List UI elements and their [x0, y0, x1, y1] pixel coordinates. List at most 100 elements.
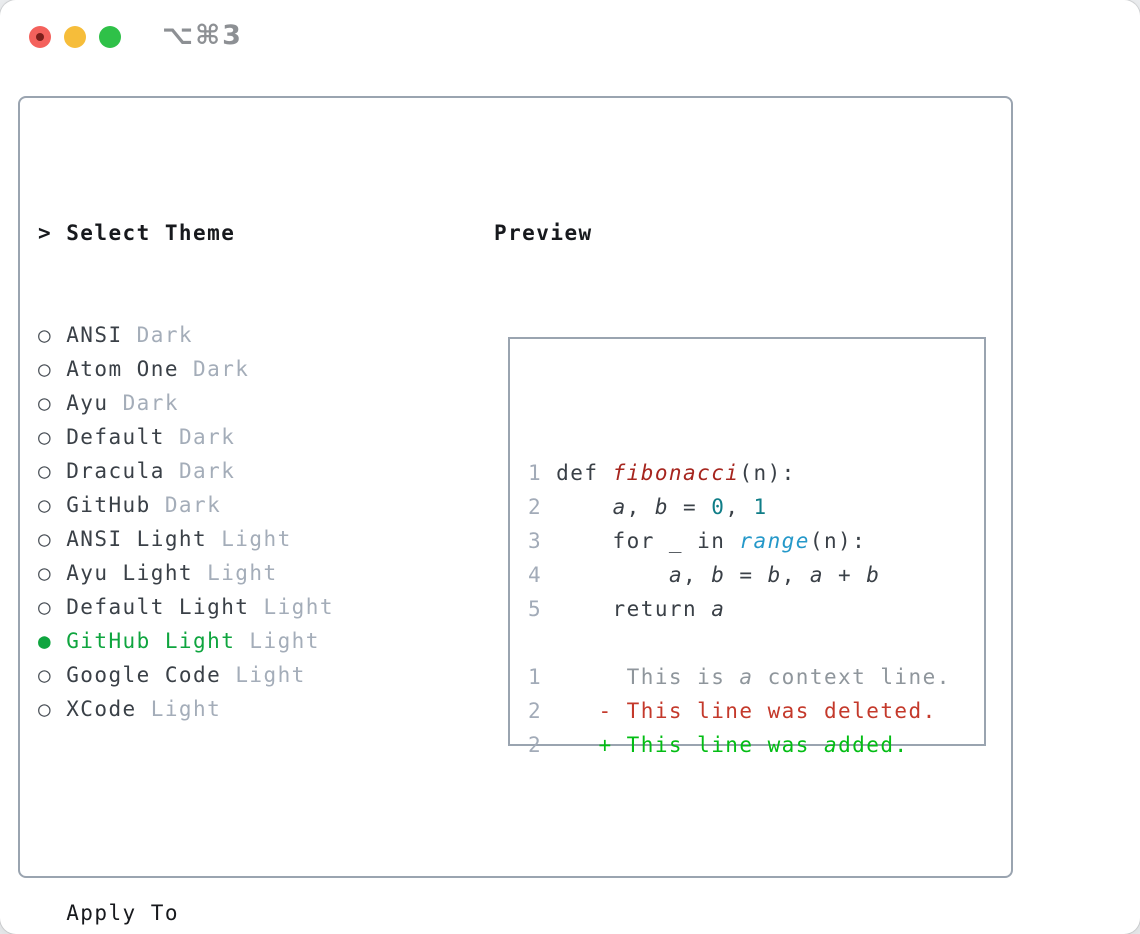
token-ln: 2 [528, 699, 543, 723]
theme-variant: Light [235, 663, 306, 687]
theme-name: Default Light [66, 595, 264, 619]
theme-variant: Dark [164, 493, 222, 517]
radio-selected-icon: ● [38, 629, 67, 653]
token-pl [542, 699, 598, 723]
preview-line: 1 def fibonacci(n): [528, 456, 984, 490]
theme-name: GitHub [66, 493, 165, 517]
token-var: a [809, 563, 824, 587]
token-lit: 0 [711, 495, 726, 519]
theme-menu-title: Select Theme [66, 221, 236, 245]
radio-icon: ○ [38, 527, 67, 551]
preview-line: 3 for _ in range(n): [528, 524, 984, 558]
radio-icon: ○ [38, 493, 67, 517]
token-pl [542, 665, 627, 689]
theme-variant: Light [150, 697, 222, 721]
token-var: b [767, 563, 782, 587]
token-add: + This line was [598, 733, 824, 757]
token-pl: + [823, 563, 867, 587]
token-ln: 1 [528, 665, 543, 689]
theme-variant: Light [249, 629, 320, 653]
radio-icon: ○ [38, 595, 67, 619]
token-ctxi: a [739, 665, 754, 689]
zoom-button-icon[interactable] [99, 26, 121, 48]
token-add: dded. [838, 733, 909, 757]
token-ln: 2 [528, 733, 543, 757]
radio-icon: ○ [38, 663, 67, 687]
theme-name: Google Code [66, 663, 236, 687]
preview-line: 2 - This line was deleted. [528, 694, 984, 728]
token-pl [542, 733, 598, 757]
indent [38, 901, 66, 925]
token-pl: , [725, 495, 754, 519]
preview-line: 2 + This line was added. [528, 728, 984, 762]
theme-option-github[interactable]: ○ GitHub Dark [38, 488, 433, 522]
preview-line: 2 a, b = 0, 1 [528, 490, 984, 524]
theme-name: ANSI Light [66, 527, 222, 551]
apply-to-title: Apply To [66, 901, 179, 925]
radio-icon: ○ [38, 561, 67, 585]
spacer [38, 794, 433, 828]
token-ctx: This is [626, 665, 740, 689]
token-del: - This line was deleted. [598, 699, 937, 723]
token-addi: a [823, 733, 839, 757]
theme-option-xcode[interactable]: ○ XCode Light [38, 692, 433, 726]
theme-variant: Light [263, 595, 334, 619]
radio-icon: ○ [38, 391, 67, 415]
radio-icon: ○ [38, 425, 67, 449]
token-pl: return [542, 597, 712, 621]
theme-name: Ayu [66, 391, 123, 415]
token-var: b [866, 563, 881, 587]
theme-option-atom-one[interactable]: ○ Atom One Dark [38, 352, 433, 386]
preview-panel: Preview 1 def fibonacci(n):2 a, b = 0, 1… [494, 148, 986, 814]
radio-icon: ○ [38, 323, 67, 347]
window-title: ⌥⌘3 [162, 20, 243, 51]
token-fn: fibonacci [612, 461, 740, 485]
theme-variant: Dark [178, 425, 236, 449]
theme-name: GitHub Light [66, 629, 250, 653]
theme-variant: Dark [193, 357, 250, 381]
token-var: a [668, 563, 684, 587]
token-var: a [612, 495, 627, 519]
theme-option-default[interactable]: ○ Default Dark [38, 420, 433, 454]
token-ln: 2 [528, 495, 543, 519]
theme-option-ansi[interactable]: ○ ANSI Dark [38, 318, 433, 352]
token-pl: = [725, 563, 768, 587]
theme-option-default-light[interactable]: ○ Default Light Light [38, 590, 433, 624]
theme-name: XCode [66, 697, 151, 721]
token-ln: 1 [528, 461, 543, 485]
theme-variant: Dark [178, 459, 236, 483]
preview-header: Preview [494, 221, 593, 245]
token-var: b [711, 563, 726, 587]
preview-line [528, 626, 984, 660]
token-pl: (n): [809, 529, 867, 553]
theme-option-ayu-light[interactable]: ○ Ayu Light Light [38, 556, 433, 590]
theme-option-github-light[interactable]: ● GitHub Light Light [38, 624, 433, 658]
theme-name: Ayu Light [66, 561, 208, 585]
token-pl: , [781, 563, 810, 587]
theme-option-google-code[interactable]: ○ Google Code Light [38, 658, 433, 692]
preview-line: 4 a, b = b, a + b [528, 558, 984, 592]
token-pl: for _ in [542, 529, 740, 553]
theme-variant: Dark [136, 323, 194, 347]
theme-option-dracula[interactable]: ○ Dracula Dark [38, 454, 433, 488]
theme-name: Default [66, 425, 179, 449]
theme-variant: Dark [122, 391, 179, 415]
token-lit: 1 [753, 495, 768, 519]
theme-picker-panel: > Select Theme ○ ANSI Dark○ Atom One Dar… [18, 96, 1013, 925]
theme-list: ○ ANSI Dark○ Atom One Dark○ Ayu Dark○ De… [38, 318, 433, 726]
theme-option-ayu[interactable]: ○ Ayu Dark [38, 386, 433, 420]
theme-option-ansi-light[interactable]: ○ ANSI Light Light [38, 522, 433, 556]
minimize-button-icon[interactable] [64, 26, 86, 48]
theme-variant: Light [207, 561, 278, 585]
theme-name: Atom One [66, 357, 194, 381]
token-var: a [711, 597, 726, 621]
token-pl [542, 495, 612, 519]
close-button-icon[interactable] [29, 26, 51, 48]
theme-variant: Light [221, 527, 292, 551]
token-pl: def [542, 461, 613, 485]
token-var: b [654, 495, 669, 519]
theme-menu-header: > Select Theme [38, 216, 433, 250]
